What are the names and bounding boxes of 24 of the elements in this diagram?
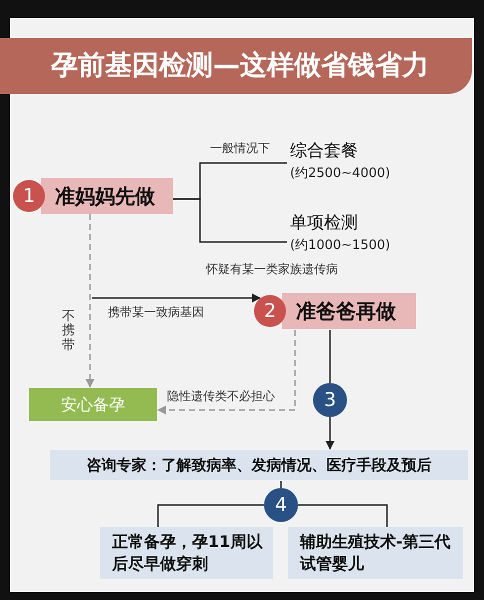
- option-title: 综合套餐: [290, 140, 358, 162]
- connector-line: [173, 198, 287, 243]
- edge-label: 怀疑有某一类家族遗传病: [206, 262, 338, 277]
- step-box: 准爸爸再做: [282, 293, 416, 329]
- advice-box: 咨询专家：了解致病率、发病情况、医疗手段及预后: [50, 450, 468, 480]
- price-range: (约2500~4000): [290, 165, 390, 183]
- option-box: 正常备孕，孕11周以后尽早做穿刺: [100, 527, 273, 579]
- connector-line: [329, 330, 331, 383]
- step-box: 准妈妈先做: [41, 178, 173, 214]
- option-title: 单项检测: [290, 212, 358, 234]
- price-range: (约1000~1500): [290, 237, 390, 255]
- dashed-arrow: [157, 330, 296, 414]
- edge-label: 一般情况下: [210, 141, 270, 156]
- connector-line: [157, 504, 264, 527]
- result-box: 安心备孕: [29, 388, 157, 421]
- edge-label: 隐性遗传类不必担心: [167, 389, 275, 404]
- arrow: [326, 417, 334, 450]
- title-banner: 孕前基因检测—这样做省钱省力: [0, 38, 472, 94]
- connector-line: [298, 504, 388, 527]
- edge-label: 不携带: [62, 310, 75, 353]
- edge-label: 携带某一致病基因: [108, 305, 204, 320]
- connector-line: [280, 481, 282, 488]
- dashed-arrow: [86, 214, 94, 388]
- option-box: 辅助生殖技术-第三代试管婴儿: [288, 527, 463, 579]
